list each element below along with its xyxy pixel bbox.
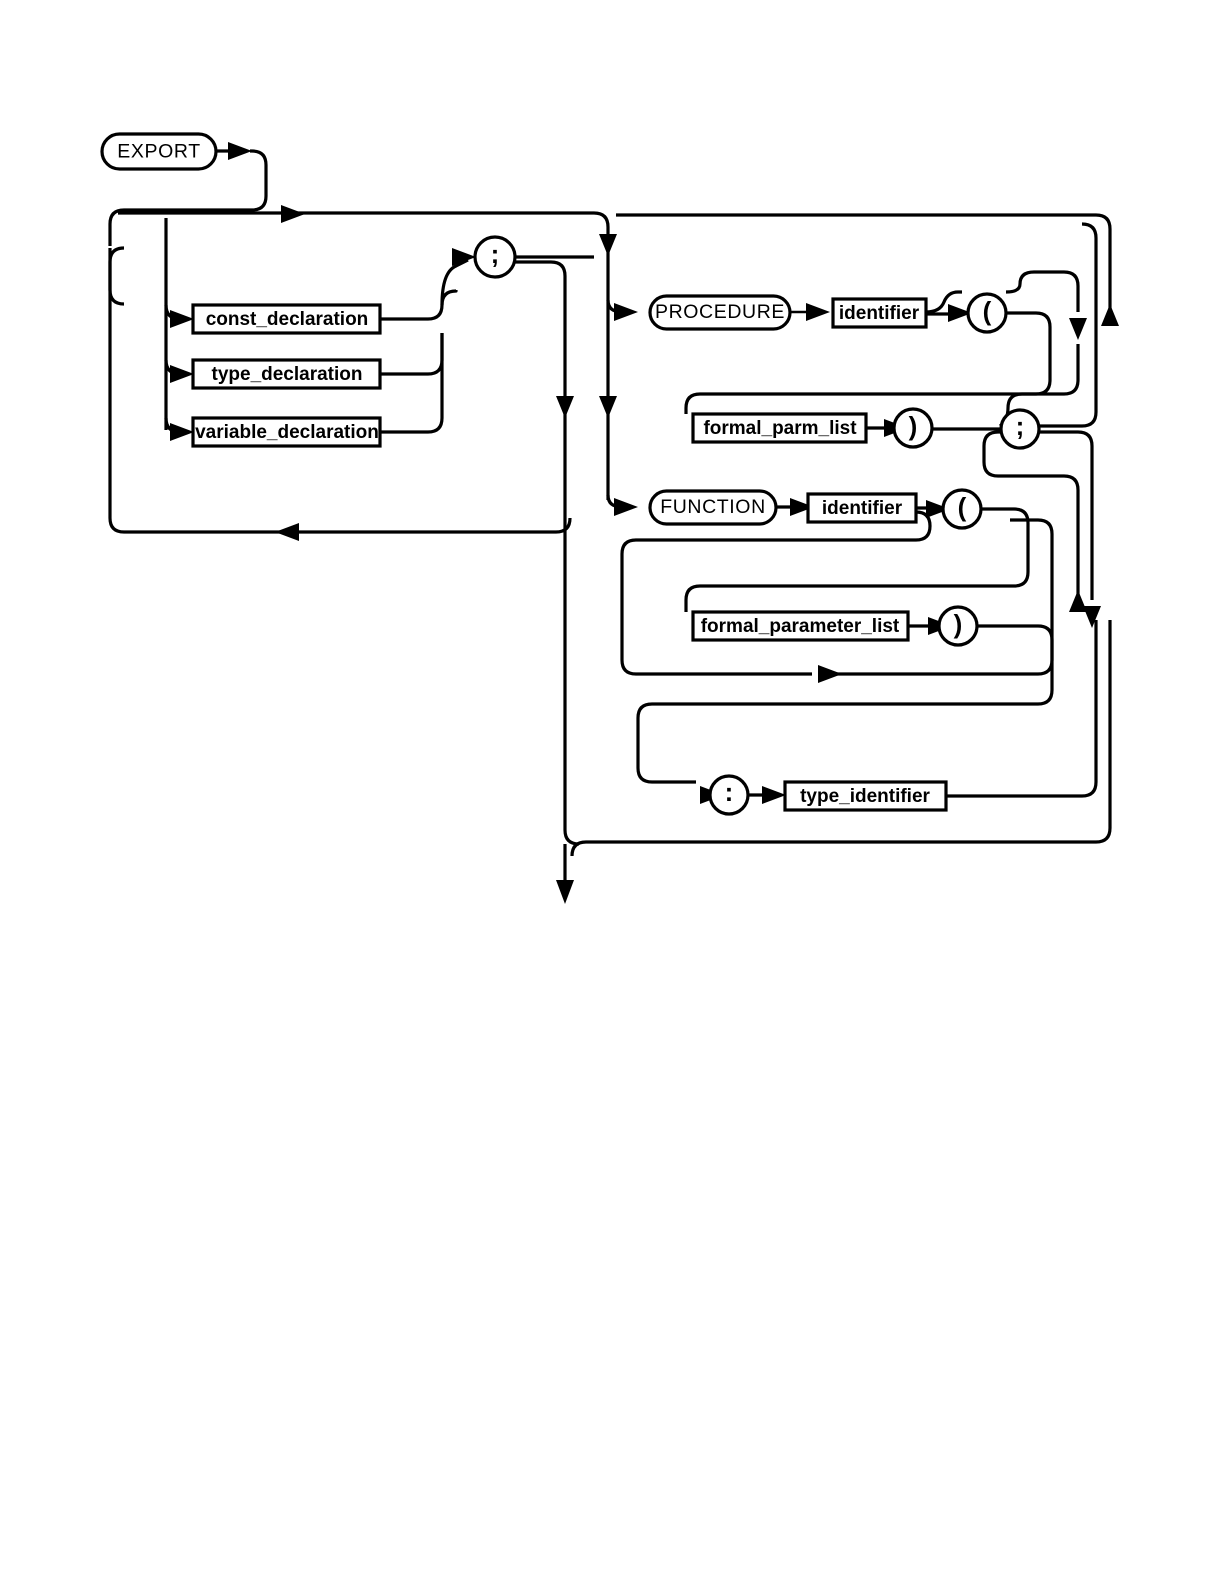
node-rparen-function-label: ) xyxy=(954,609,963,639)
node-const-declaration[interactable]: const_declaration xyxy=(191,303,382,335)
node-semicolon-main[interactable]: ; xyxy=(473,235,517,279)
function-row-track xyxy=(620,498,1054,804)
node-identifier-function-label: identifier xyxy=(822,498,903,519)
outer-return-track xyxy=(616,213,1119,326)
node-function-label: FUNCTION xyxy=(660,496,766,518)
node-rparen-procedure[interactable]: ) xyxy=(892,407,934,449)
node-procedure[interactable]: PROCEDURE xyxy=(648,294,792,331)
node-variable-declaration[interactable]: variable_declaration xyxy=(191,416,382,448)
node-rparen-function[interactable]: ) xyxy=(937,605,979,647)
node-identifier-procedure[interactable]: identifier xyxy=(831,297,928,329)
node-formal-parm-list-label: formal_parm_list xyxy=(703,418,857,439)
semicolon-sub-lower-track xyxy=(982,430,1087,612)
node-formal-parm-list[interactable]: formal_parm_list xyxy=(691,412,868,444)
node-formal-parameter-list[interactable]: formal_parameter_list xyxy=(691,610,910,642)
node-export-label: EXPORT xyxy=(117,141,200,163)
node-identifier-procedure-label: identifier xyxy=(839,303,920,324)
node-type-declaration[interactable]: type_declaration xyxy=(191,358,382,390)
node-lparen-function-label: ( xyxy=(958,492,967,522)
node-variable-declaration-label: variable_declaration xyxy=(195,422,379,443)
node-lparen-function[interactable]: ( xyxy=(941,488,983,530)
node-semicolon-sub-label: ; xyxy=(1016,411,1025,441)
node-formal-parameter-list-label: formal_parameter_list xyxy=(701,616,900,637)
node-colon-return-type-label: : xyxy=(725,777,734,807)
node-lparen-procedure[interactable]: ( xyxy=(966,292,1008,334)
procedure-row-track xyxy=(684,222,1101,628)
node-type-identifier[interactable]: type_identifier xyxy=(783,780,948,812)
node-identifier-function[interactable]: identifier xyxy=(806,492,918,524)
node-type-identifier-label: type_identifier xyxy=(800,786,930,807)
node-export[interactable]: EXPORT xyxy=(100,132,218,171)
node-rparen-procedure-label: ) xyxy=(909,411,918,441)
node-colon-return-type[interactable]: : xyxy=(708,774,750,816)
node-lparen-procedure-label: ( xyxy=(983,296,992,326)
export-entry-track xyxy=(108,142,617,256)
node-type-declaration-label: type_declaration xyxy=(212,364,363,385)
subprogram-spine-track xyxy=(599,246,638,516)
return-type-row-track xyxy=(570,620,1112,857)
semicolon-out-track xyxy=(514,255,594,904)
node-semicolon-sub[interactable]: ; xyxy=(999,408,1041,450)
node-function[interactable]: FUNCTION xyxy=(648,489,778,526)
node-semicolon-main-label: ; xyxy=(491,239,500,269)
node-const-declaration-label: const_declaration xyxy=(206,309,369,330)
node-procedure-label: PROCEDURE xyxy=(655,301,785,323)
